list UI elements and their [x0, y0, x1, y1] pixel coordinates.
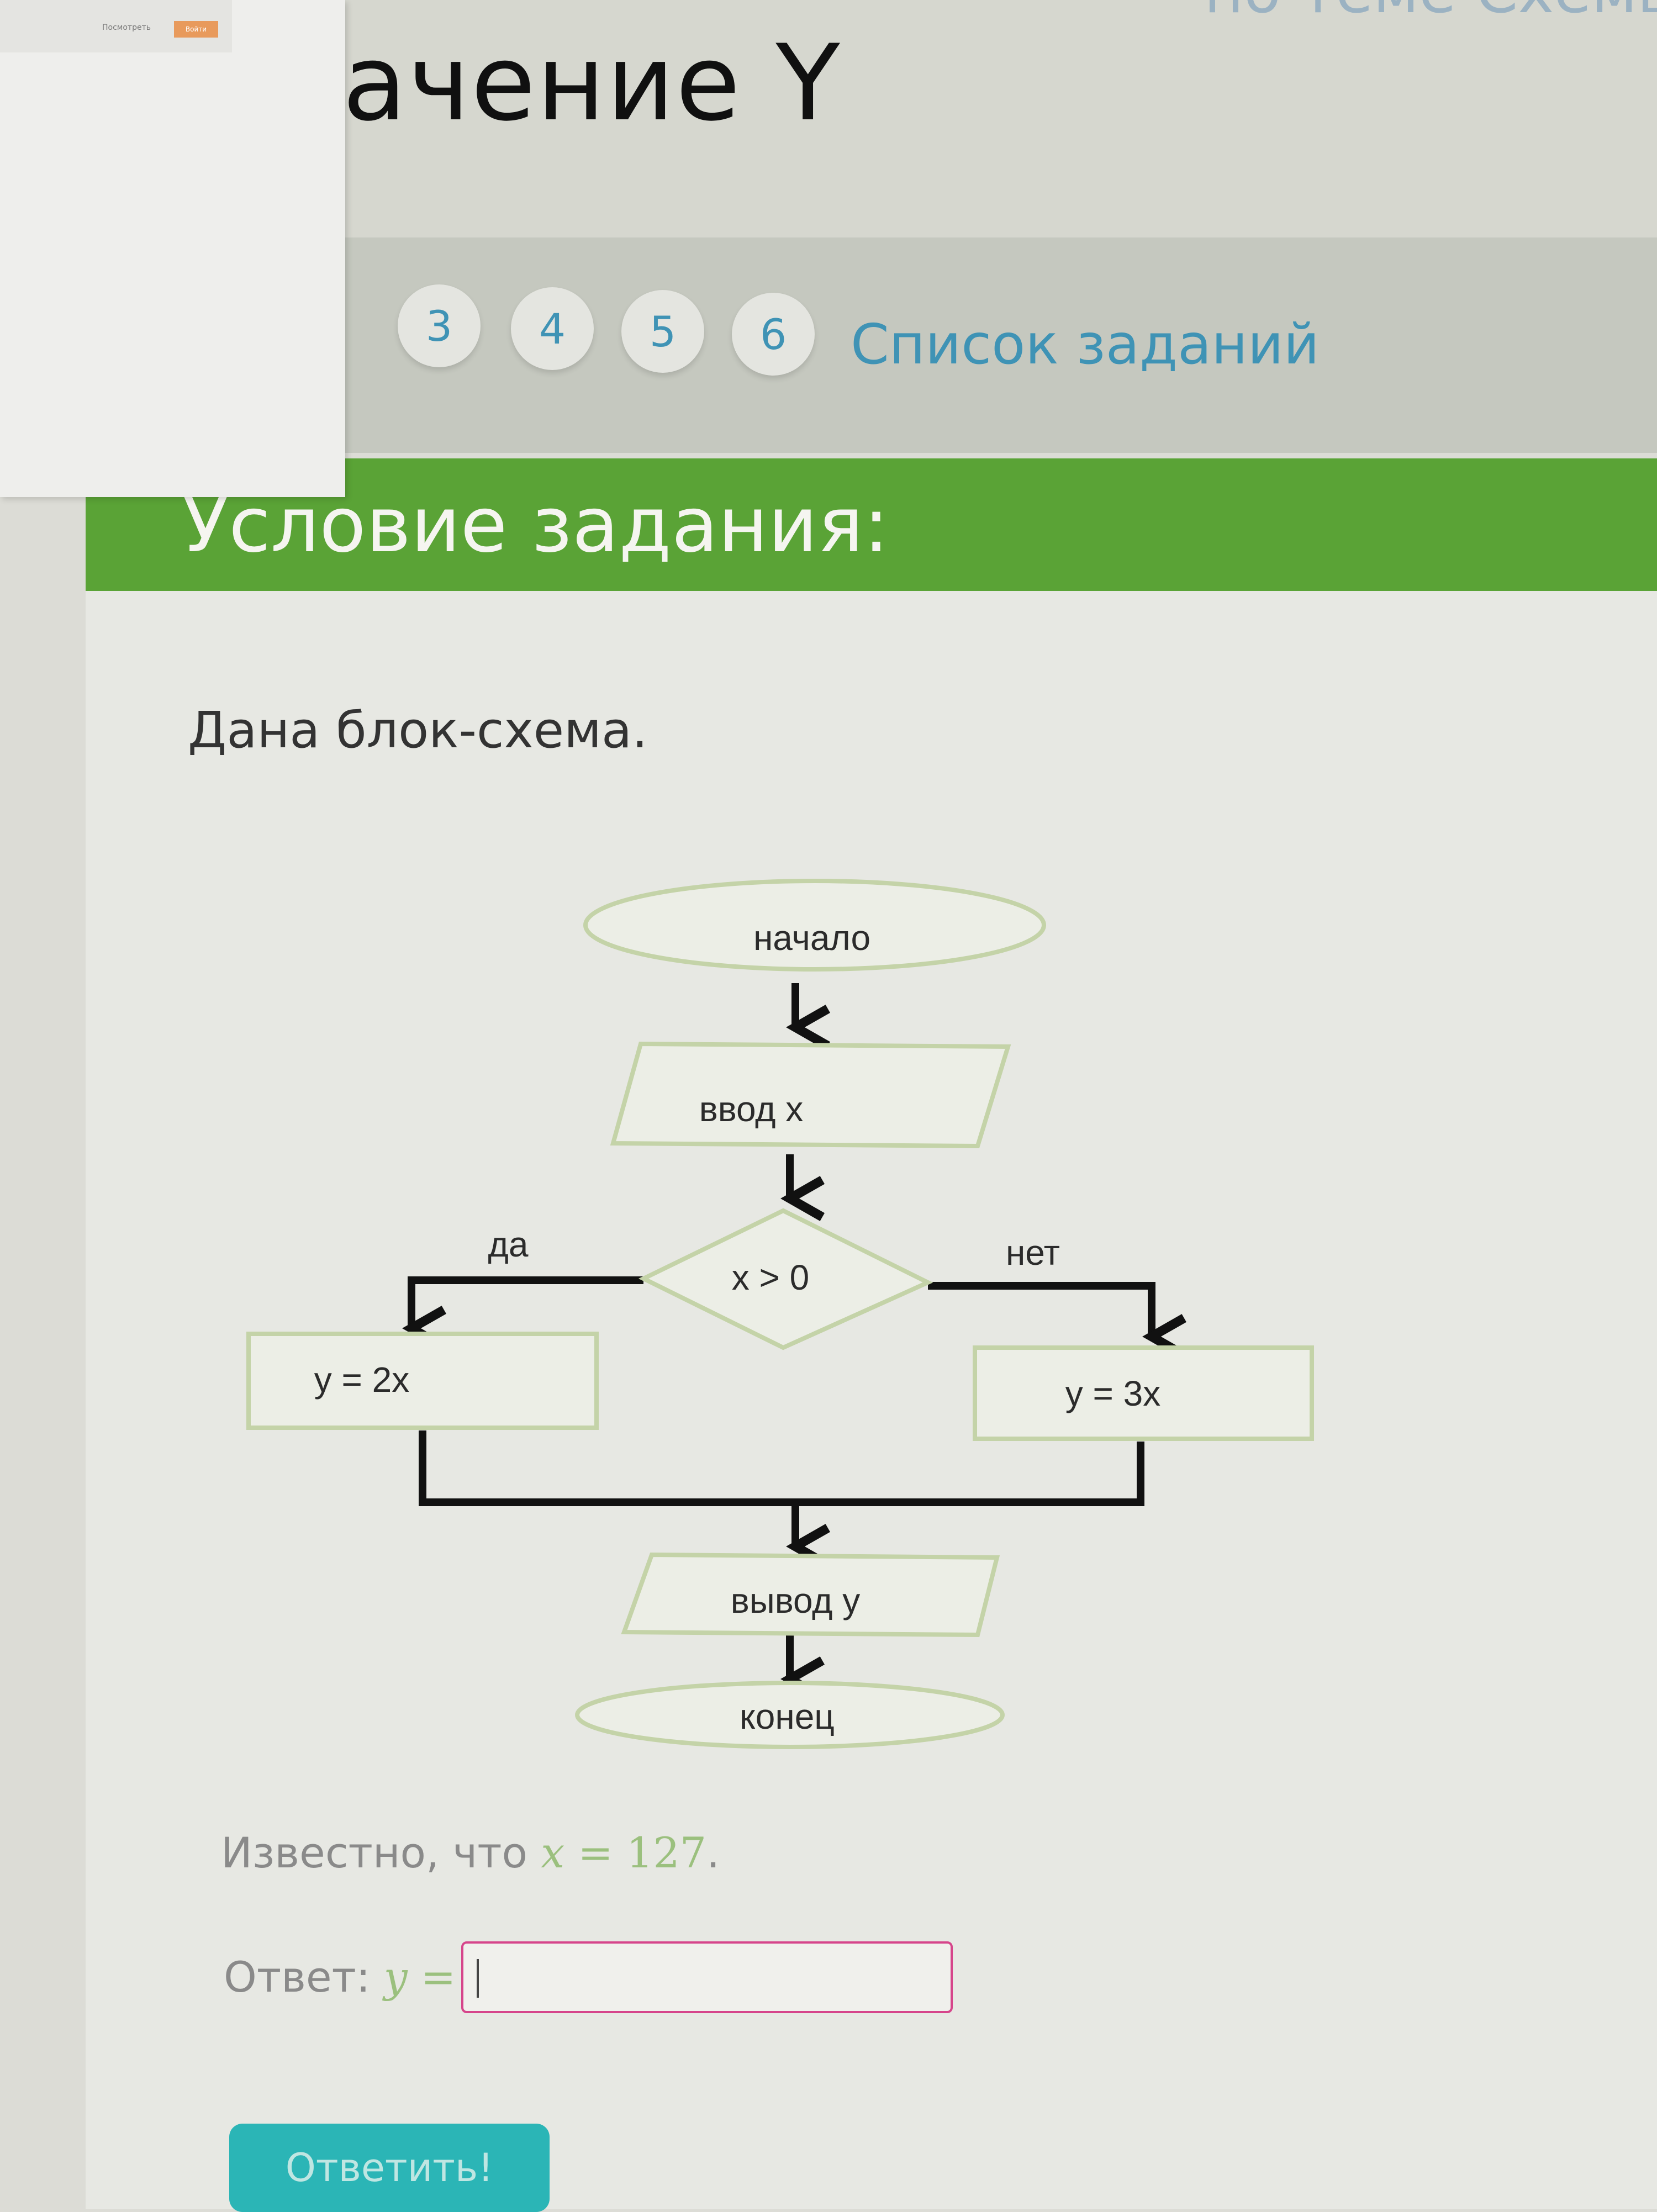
- flow-merge-line: [419, 1430, 1144, 1506]
- flow-input-parallelogram: [610, 1041, 1011, 1149]
- flow-no-action-text: y = 3x: [1065, 1374, 1161, 1413]
- known-equals: =: [564, 1828, 627, 1877]
- flow-start-text: начало: [753, 918, 870, 958]
- task-tab-4[interactable]: 4: [511, 287, 594, 370]
- answer-label: Ответ: y =: [224, 1952, 456, 2002]
- task-tab-3[interactable]: 3: [398, 284, 481, 367]
- known-prefix: Известно, что: [221, 1828, 541, 1877]
- flow-start-oval: [583, 879, 1046, 972]
- page-title: ачение Y: [342, 22, 841, 144]
- submit-answer-button[interactable]: Ответить!: [229, 2124, 550, 2212]
- flow-yes-process: [246, 1332, 599, 1430]
- answer-prefix: Ответ:: [224, 1952, 384, 2002]
- flow-end-text: конец: [740, 1697, 835, 1736]
- task-list-link[interactable]: Список заданий: [851, 312, 1320, 377]
- answer-input[interactable]: [461, 1941, 953, 2013]
- flow-output-text: вывод y: [731, 1581, 861, 1620]
- flow-end-oval: [575, 1681, 1005, 1749]
- overlay-popup: Посмотреть Войти: [0, 0, 345, 497]
- overlay-badge[interactable]: Войти: [174, 21, 218, 38]
- known-value: 127: [626, 1828, 707, 1877]
- flow-arrow-no-branch: [928, 1282, 1186, 1359]
- problem-intro: Дана блок-схема.: [188, 701, 648, 759]
- flow-output-parallelogram: [621, 1552, 1000, 1638]
- answer-equals: =: [407, 1952, 456, 2002]
- answer-variable: y: [383, 1952, 408, 2002]
- overlay-label: Посмотреть: [102, 23, 151, 32]
- flow-no-label: нет: [1006, 1233, 1060, 1273]
- known-variable: x: [541, 1828, 565, 1877]
- flow-input-text: ввод x: [699, 1089, 804, 1129]
- flow-yes-action-text: y = 2x: [314, 1360, 410, 1400]
- flow-yes-label: да: [488, 1224, 529, 1264]
- flow-arrow-yes-branch: [402, 1276, 643, 1351]
- task-tab-6[interactable]: 6: [732, 293, 815, 376]
- task-tab-5[interactable]: 5: [621, 290, 704, 373]
- flow-condition-diamond: [638, 1208, 933, 1350]
- flow-condition-text: x > 0: [732, 1258, 810, 1297]
- flow-no-process: [973, 1345, 1314, 1441]
- known-condition: Известно, что x = 127.: [221, 1828, 720, 1877]
- topic-title-cut: по теме Схемы: [1204, 0, 1657, 27]
- known-suffix: .: [706, 1828, 720, 1877]
